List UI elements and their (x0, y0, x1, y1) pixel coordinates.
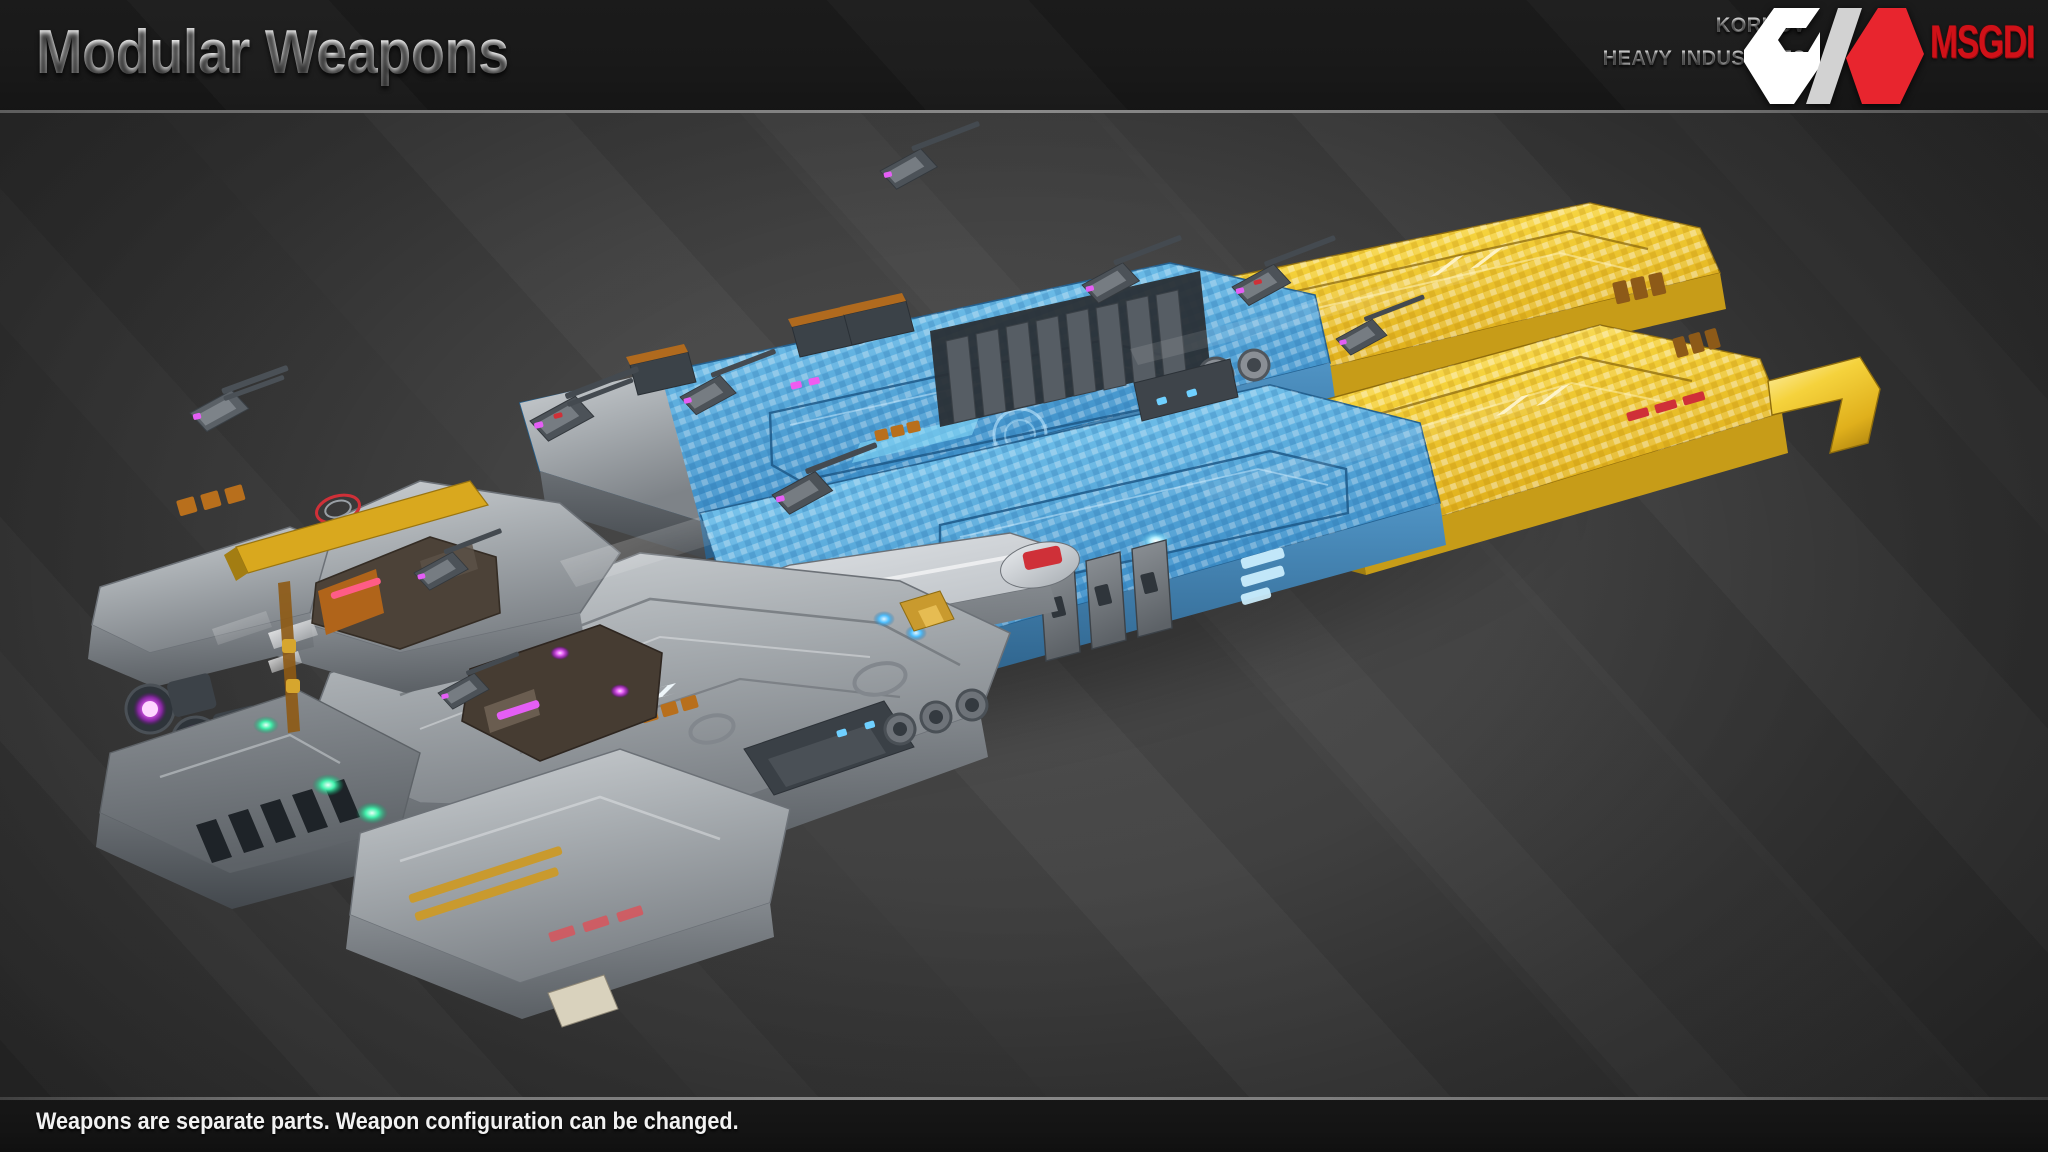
turret-mount (1231, 235, 1336, 307)
lower-forward-plate (346, 748, 791, 1028)
turret-mount (529, 366, 639, 442)
specular-sheen (212, 263, 1568, 645)
status-indicator-nodes (253, 611, 927, 824)
header-bar: Modular Weapons Korkov Heavy Industries … (0, 0, 2048, 113)
forward-yellow-fin (224, 480, 490, 581)
turret-mount (413, 528, 502, 591)
turret-mount (1335, 294, 1425, 356)
strut-bank-lower (1039, 539, 1173, 662)
header-diagonal-stripes (0, 0, 2048, 113)
ship-artwork (0, 113, 2048, 1097)
turret-mount-group (189, 121, 1425, 710)
canopy-module-mid (461, 624, 663, 762)
footer-bar: Weapons are separate parts. Weapon confi… (0, 1097, 2048, 1152)
lower-port-wing (96, 690, 421, 909)
turret-mount (1081, 235, 1182, 304)
caption-text: Weapons are separate parts. Weapon confi… (36, 1108, 739, 1135)
page-title: Modular Weapons (36, 18, 509, 87)
turret-mount (679, 349, 776, 416)
gold-clamp-detail (278, 581, 955, 733)
turret-mount (189, 365, 289, 433)
mid-roller-assembly (836, 688, 989, 746)
aft-roller-assembly (1133, 348, 1271, 422)
turret-mount (879, 121, 980, 190)
korkov-heavy-industries-logo-icon (1734, 6, 1930, 106)
msgdi-publisher-logo: MSGDI (1929, 15, 2035, 68)
radiator-fin-bank-upper (930, 271, 1210, 427)
turret-mount (437, 651, 520, 710)
turret-mount (771, 442, 878, 515)
header-divider (0, 110, 2048, 113)
footer-divider (0, 1097, 2048, 1100)
